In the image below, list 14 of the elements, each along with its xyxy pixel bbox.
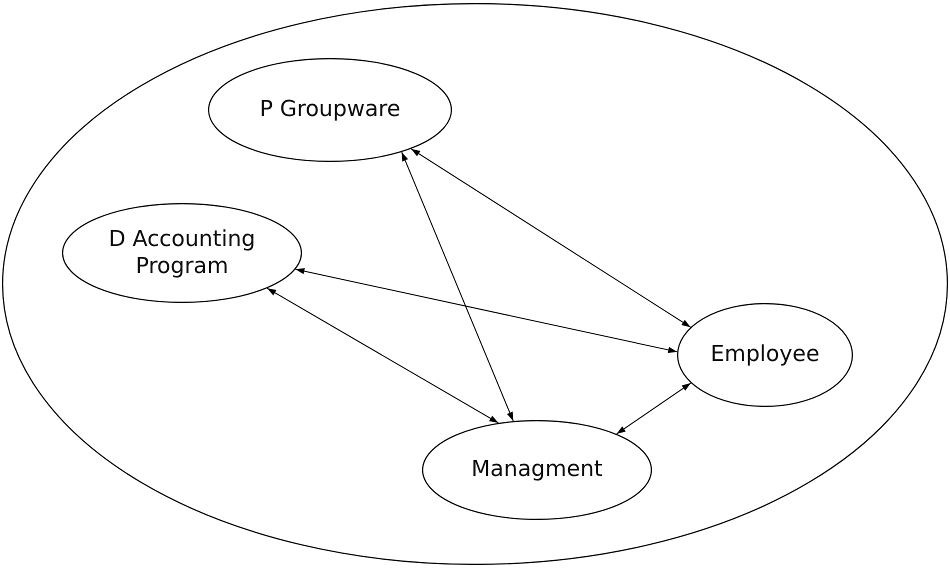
node-label: P Groupware: [260, 96, 400, 124]
double-arrow: [410, 148, 692, 328]
node-label: Managment: [471, 456, 603, 484]
entity-ellipse: [62, 203, 302, 303]
boundary-ellipse: [2, 3, 948, 565]
entity-ellipse: [677, 303, 853, 407]
double-arrow: [616, 382, 692, 434]
node-label: D Accounting Program: [108, 226, 256, 280]
double-arrow: [294, 268, 678, 353]
entity-ellipse: [208, 58, 452, 162]
double-arrow: [401, 152, 514, 422]
double-arrow: [266, 288, 499, 424]
entity-ellipse: [422, 420, 652, 520]
node-label: Employee: [710, 341, 820, 369]
